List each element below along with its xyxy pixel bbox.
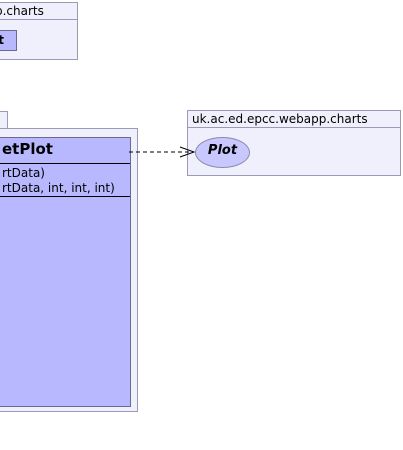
plot-interface[interactable]: Plot <box>195 137 250 168</box>
top-package-class: ot <box>0 30 17 51</box>
class-name-divider <box>0 163 130 164</box>
class-box[interactable]: etPlot rtData) rtData, int, int, int) <box>0 137 131 407</box>
method-2: rtData, int, int, int) <box>2 181 115 195</box>
top-package-name: p.charts <box>0 4 44 18</box>
right-package-name: uk.ac.ed.epcc.webapp.charts <box>192 112 368 126</box>
methods-divider <box>0 196 130 197</box>
plot-interface-name: Plot <box>207 143 238 158</box>
top-package-class-name: ot <box>0 33 4 47</box>
dependency-arrowhead <box>179 146 196 158</box>
left-package: etPlot rtData) rtData, int, int, int) <box>0 128 138 412</box>
right-package-tab: uk.ac.ed.epcc.webapp.charts <box>187 110 401 128</box>
class-name: etPlot <box>2 140 53 158</box>
method-1: rtData) <box>2 166 45 180</box>
top-package: ot <box>0 19 78 60</box>
